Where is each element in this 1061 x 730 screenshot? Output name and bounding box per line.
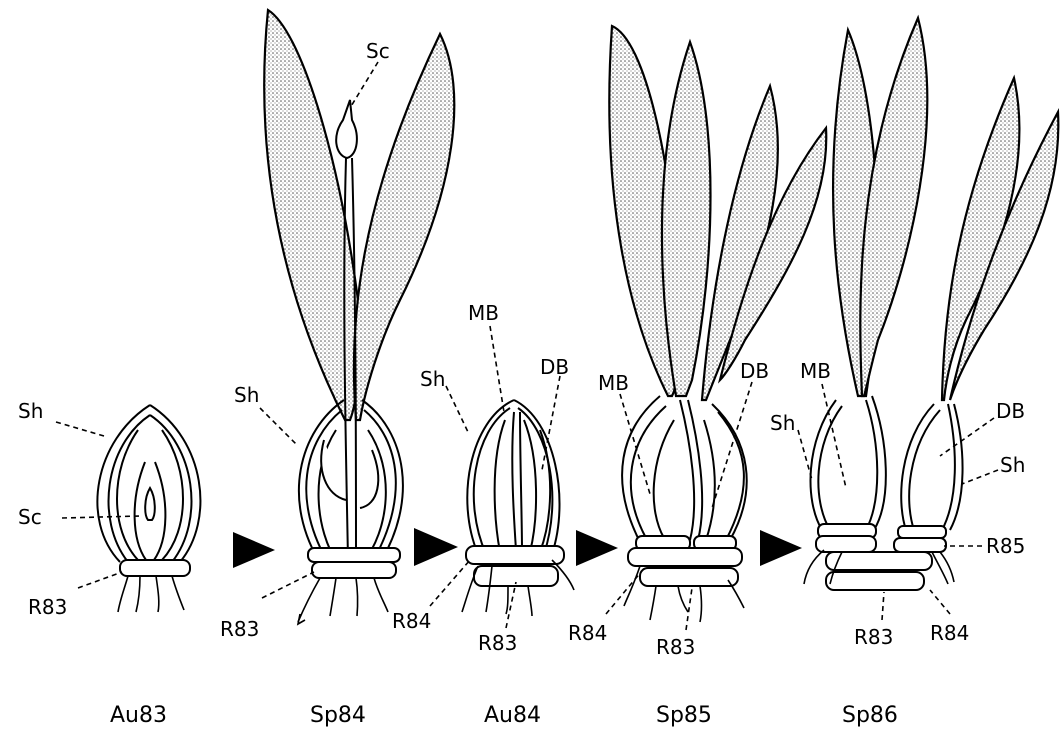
label-r84-au84: R84 xyxy=(392,609,431,633)
label-sh-sp86: Sh xyxy=(770,411,795,435)
label-r83-sp86: R83 xyxy=(854,625,893,649)
label-sc-au83: Sc xyxy=(18,505,42,529)
label-r83-sp84: R83 xyxy=(220,617,259,641)
label-sh-au84: Sh xyxy=(420,367,445,391)
label-sh-sp84: Sh xyxy=(234,383,259,407)
stage-label-sp86: Sp86 xyxy=(842,703,898,728)
stage-label-au84: Au84 xyxy=(484,703,541,728)
label-r83-au84: R83 xyxy=(478,631,517,655)
stage-sp84-bulb xyxy=(264,10,454,624)
stage-label-sp84: Sp84 xyxy=(310,703,366,728)
label-db-sp86: DB xyxy=(996,399,1025,423)
label-db-au84: DB xyxy=(540,355,569,379)
label-sh-au83: Sh xyxy=(18,399,43,423)
stage-au84-bulb xyxy=(462,400,574,616)
label-db-sp85: DB xyxy=(740,359,769,383)
label-r84-sp85: R84 xyxy=(568,621,607,645)
stage-sp86-bulb xyxy=(804,18,1058,590)
arrow-1 xyxy=(233,532,275,568)
label-sh2-sp86: Sh xyxy=(1000,453,1025,477)
stage-label-au83: Au83 xyxy=(110,703,167,728)
label-mb-sp85: MB xyxy=(598,371,629,395)
arrow-2 xyxy=(414,528,458,566)
stage-au83-bulb xyxy=(97,405,200,612)
label-mb-sp86: MB xyxy=(800,359,831,383)
arrow-3 xyxy=(576,530,618,566)
label-sc-sp84: Sc xyxy=(366,39,390,63)
stage-label-sp85: Sp85 xyxy=(656,703,712,728)
label-r85-sp86: R85 xyxy=(986,534,1025,558)
stage-sp85-bulb xyxy=(609,26,826,622)
label-r83-au83: R83 xyxy=(28,595,67,619)
label-r84-sp86: R84 xyxy=(930,621,969,645)
label-mb-au84: MB xyxy=(468,301,499,325)
label-r83-sp85: R83 xyxy=(656,635,695,659)
arrow-4 xyxy=(760,530,802,566)
